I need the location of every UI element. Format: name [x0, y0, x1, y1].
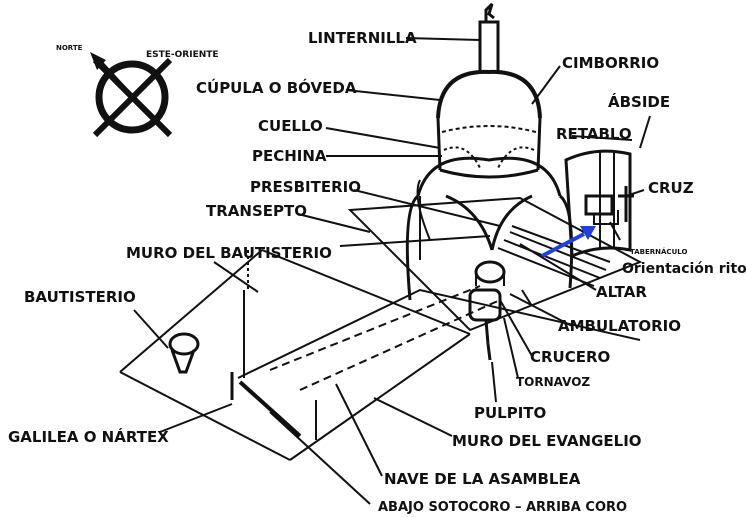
- label-coro: ABAJO SOTOCORO – ARRIBA CORO: [378, 500, 627, 515]
- tornavoz: [474, 260, 506, 284]
- ambulatory-mark: [521, 289, 533, 307]
- label-cimborrio: CIMBORRIO: [562, 54, 659, 72]
- label-tornavoz: TORNAVOZ: [516, 375, 590, 389]
- leader-pulpito: [491, 361, 497, 403]
- nave-wall-top: [261, 249, 471, 335]
- leader-linternilla: [405, 37, 481, 41]
- leader-transepto: [297, 213, 371, 233]
- church-structure: [119, 2, 643, 461]
- label-abside: ÁBSIDE: [608, 92, 670, 111]
- coro-wall: [238, 380, 302, 438]
- orientation-arrow-shaft: [541, 232, 585, 258]
- baptistery-wall: [119, 249, 263, 373]
- label-cruz: CRUZ: [648, 179, 694, 197]
- pew-line-2: [299, 299, 501, 391]
- lantern-body: [478, 20, 500, 74]
- leader-retablo: [571, 135, 633, 141]
- leader-galilea: [159, 403, 233, 433]
- label-linternilla: LINTERNILLA: [308, 29, 417, 47]
- label-tabernaculo: TABERNÁCULO: [630, 247, 687, 256]
- baptismal-font: [168, 332, 200, 356]
- label-presbiterio: PRESBITERIO: [250, 178, 361, 196]
- north-arrow-icon: [90, 52, 106, 70]
- leader-cimborrio: [531, 65, 561, 105]
- leader-nave: [335, 383, 383, 477]
- transept-line: [339, 235, 491, 247]
- pulpit-box: [468, 288, 502, 322]
- altar-steps: [497, 225, 611, 287]
- leader-tornavoz: [503, 317, 519, 379]
- leader-cuello: [325, 127, 441, 149]
- altar-cross-icon: [618, 186, 634, 222]
- column-left: [405, 194, 420, 301]
- arch-back-left: [416, 179, 431, 241]
- compass-east-label: ESTE-ORIENTE: [146, 50, 219, 60]
- label-altar: ALTAR: [596, 283, 647, 301]
- label-transepto: TRANSEPTO: [206, 202, 307, 220]
- pechina-arch: [416, 156, 562, 197]
- arch-inner-left: [445, 194, 494, 251]
- orientation-arrow-head-icon: [580, 226, 596, 240]
- transept-floor: [347, 196, 643, 332]
- label-pechina: PECHINA: [252, 147, 327, 165]
- pechina-curves: [443, 146, 535, 169]
- leader-presbiterio: [353, 189, 501, 227]
- compass-ring: [95, 60, 169, 134]
- arch-inner-right: [490, 194, 533, 251]
- label-cupula: CÚPULA O BÓVEDA: [196, 78, 357, 97]
- label-cuello: CUELLO: [258, 117, 323, 135]
- north-needle: [94, 56, 134, 99]
- leader-crucero: [499, 299, 533, 357]
- tabernacle-shape: [593, 210, 619, 225]
- label-ambulatorio: AMBULATORIO: [558, 317, 681, 335]
- leader-coro: [269, 411, 371, 505]
- leader-lines: [133, 37, 651, 505]
- leader-abside: [639, 115, 651, 149]
- label-pulpito: PULPITO: [474, 404, 546, 422]
- compass-north-label: NORTE: [56, 44, 83, 52]
- baptismal-font-stem: [170, 349, 196, 374]
- tornavoz-sides: [475, 272, 505, 286]
- compass: NORTE ESTE-ORIENTE: [56, 44, 219, 138]
- dome: [436, 69, 542, 119]
- pulpit-stem: [484, 319, 492, 361]
- labels: LINTERNILLA CIMBORRIO CÚPULA O BÓVEDA ÁB…: [8, 29, 746, 515]
- leader-muro-bautisterio: [213, 261, 259, 293]
- nave-wall-front: [119, 371, 291, 461]
- label-muro-bautisterio: MURO DEL BAUTISTERIO: [126, 244, 332, 262]
- label-bautisterio: BAUTISTERIO: [24, 288, 136, 306]
- lantern-cross-icon: [484, 2, 495, 22]
- drum-base: [439, 168, 539, 179]
- leader-cruz: [625, 189, 645, 197]
- label-retablo: RETABLO: [556, 125, 632, 143]
- gallery-front: [289, 333, 471, 461]
- leader-tabernaculo: [609, 221, 621, 241]
- leader-bautisterio: [133, 309, 169, 349]
- leader-ambulatorio: [509, 293, 573, 327]
- label-muro-evangelio: MURO DEL EVANGELIO: [452, 432, 642, 450]
- label-galilea: GALILEA O NÁRTEX: [8, 427, 169, 446]
- label-orientacion: Orientación rito: [622, 261, 746, 277]
- dome-neck: [436, 117, 542, 171]
- neck-ring: [441, 125, 537, 133]
- leader-cupula: [345, 89, 441, 101]
- leader-altar: [519, 243, 597, 291]
- label-crucero: CRUCERO: [530, 348, 610, 366]
- leader-muro-evangelio: [373, 397, 453, 437]
- orientation-arrow: [541, 226, 596, 258]
- retablo-box: [584, 194, 614, 216]
- apse: [564, 149, 632, 259]
- label-nave: NAVE DE LA ASAMBLEA: [384, 470, 581, 488]
- pew-line-1: [269, 285, 481, 371]
